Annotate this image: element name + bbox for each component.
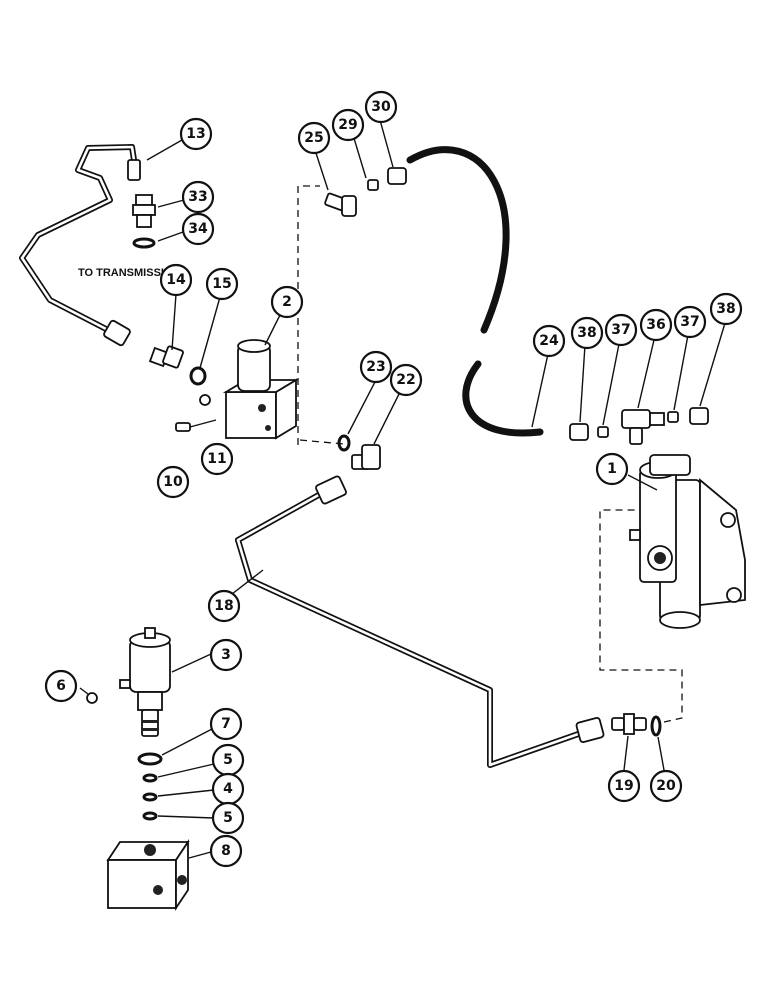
callout-10: 10 [156, 465, 190, 499]
svg-text:38: 38 [716, 301, 735, 317]
fitting-19 [611, 713, 647, 735]
valve-body-1 [629, 454, 746, 629]
callout-38-left: 38 [570, 316, 604, 350]
callout-8: 8 [209, 834, 243, 868]
callout-25: 25 [297, 121, 331, 155]
callout-15: 15 [205, 267, 239, 301]
nut-38-right [689, 407, 709, 425]
elbow-fitting-22 [351, 444, 381, 470]
svg-text:6: 6 [56, 678, 66, 694]
fitting-33 [132, 194, 156, 228]
seal-5-upper [142, 773, 158, 783]
callout-37-right: 37 [673, 305, 707, 339]
leader-lines [79, 119, 726, 859]
svg-text:34: 34 [188, 221, 208, 237]
callout-5-upper: 5 [211, 743, 245, 777]
callout-24: 24 [532, 324, 566, 358]
svg-text:38: 38 [577, 325, 596, 341]
svg-text:5: 5 [223, 752, 233, 768]
svg-text:7: 7 [221, 716, 231, 732]
elbow-fitting-25 [324, 192, 357, 217]
svg-text:29: 29 [338, 117, 357, 133]
nut-11 [199, 394, 211, 406]
svg-text:22: 22 [396, 372, 415, 388]
callout-38-right: 38 [709, 292, 743, 326]
tee-fitting-36 [621, 409, 665, 445]
seal-5-lower [142, 811, 158, 821]
svg-text:10: 10 [163, 474, 183, 490]
tube-18 [235, 475, 605, 768]
callout-13: 13 [179, 117, 213, 151]
solenoid-valve-2 [222, 339, 300, 440]
svg-text:1: 1 [607, 461, 617, 477]
fitting-14 [148, 345, 184, 369]
svg-text:5: 5 [223, 810, 233, 826]
callout-19: 19 [607, 769, 641, 803]
svg-text:37: 37 [680, 314, 699, 330]
callout-5-lower: 5 [211, 801, 245, 835]
svg-text:24: 24 [539, 333, 559, 349]
bolt-10 [175, 419, 217, 432]
manifold-block-8 [106, 839, 190, 911]
hose-upper [406, 146, 510, 334]
nut-30 [387, 167, 407, 185]
svg-text:37: 37 [611, 322, 630, 338]
svg-text:18: 18 [214, 598, 233, 614]
callout-2: 2 [270, 285, 304, 319]
solenoid-valve-3 [119, 627, 171, 737]
callout-34: 34 [181, 212, 215, 246]
callout-36: 36 [639, 308, 673, 342]
callout-30: 30 [364, 90, 398, 124]
callout-22: 22 [389, 363, 423, 397]
svg-text:2: 2 [282, 294, 292, 310]
callout-29: 29 [331, 108, 365, 142]
nut-6 [86, 692, 98, 704]
callout-3: 3 [209, 638, 243, 672]
callout-33: 33 [181, 180, 215, 214]
callout-37-left: 37 [604, 313, 638, 347]
callout-6: 6 [44, 669, 78, 703]
svg-text:15: 15 [212, 276, 231, 292]
svg-text:8: 8 [221, 843, 231, 859]
seal-7 [137, 752, 163, 766]
svg-text:11: 11 [207, 451, 226, 467]
sleeve-29 [367, 179, 379, 191]
svg-text:25: 25 [304, 130, 323, 146]
seal-4 [142, 792, 158, 802]
seal-34 [132, 237, 156, 249]
hose-24 [462, 360, 544, 437]
callout-7: 7 [209, 707, 243, 741]
svg-text:19: 19 [614, 778, 633, 794]
callout-14: 14 [159, 263, 193, 297]
svg-text:36: 36 [646, 317, 665, 333]
callout-18: 18 [207, 589, 241, 623]
svg-text:3: 3 [221, 647, 231, 663]
callout-1: 1 [595, 452, 629, 486]
to-transmission-label: TO TRANSMISSION [78, 267, 181, 279]
svg-text:23: 23 [366, 359, 385, 375]
seal-15 [189, 366, 207, 386]
seal-20 [650, 715, 662, 737]
callout-11: 11 [200, 442, 234, 476]
seal-23 [337, 434, 351, 452]
nut-38-left [569, 423, 589, 441]
sleeve-37-left [597, 426, 609, 438]
callout-23: 23 [359, 350, 393, 384]
svg-text:4: 4 [223, 781, 233, 797]
svg-text:13: 13 [186, 126, 205, 142]
callout-4: 4 [211, 772, 245, 806]
transmission-tube-13 [19, 144, 141, 347]
svg-text:14: 14 [166, 272, 186, 288]
svg-text:30: 30 [371, 99, 391, 115]
svg-text:33: 33 [188, 189, 207, 205]
callout-20: 20 [649, 769, 683, 803]
svg-text:20: 20 [656, 778, 676, 794]
sleeve-37-right [667, 411, 679, 423]
